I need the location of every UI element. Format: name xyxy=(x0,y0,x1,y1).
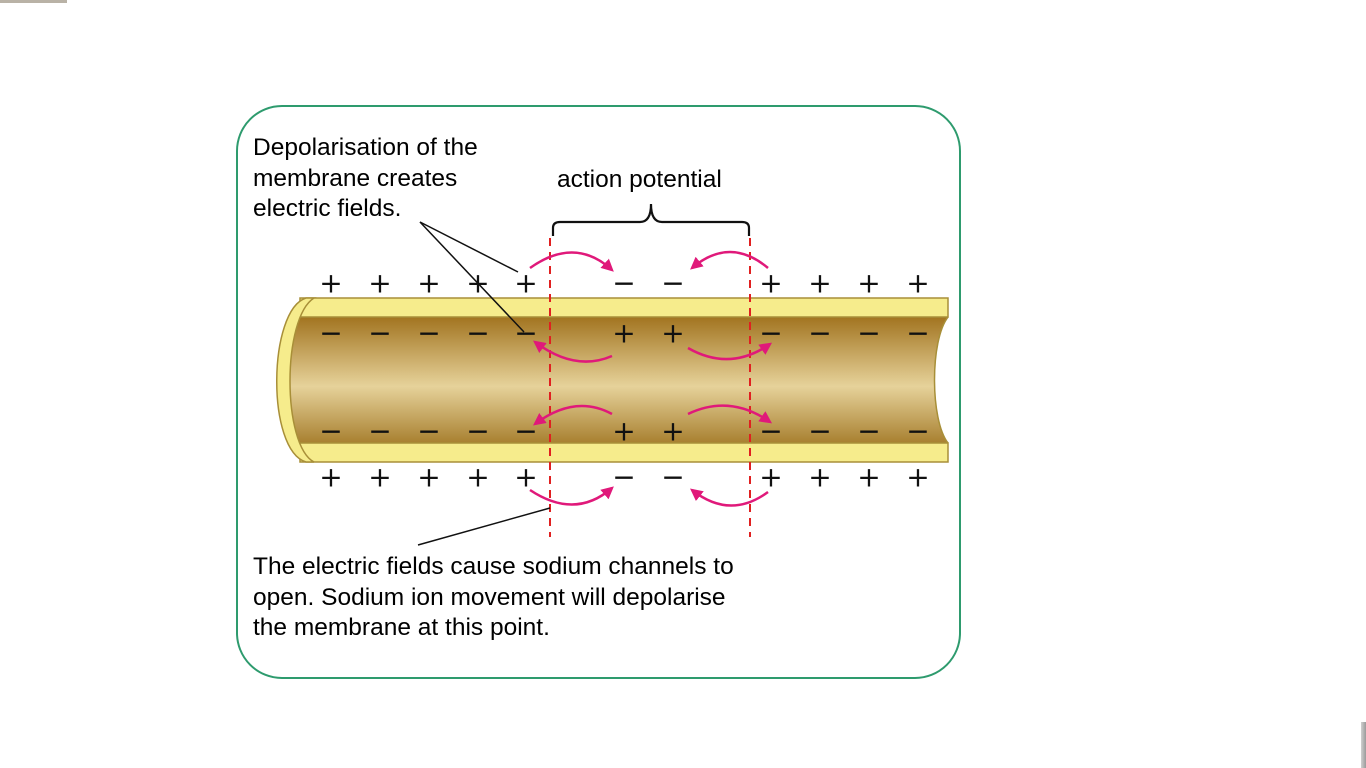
charge-inner-bottom-5: + xyxy=(612,415,635,448)
charge-inner-bottom-2: − xyxy=(417,415,440,448)
charge-outer-bottom-5: − xyxy=(612,461,635,494)
charge-outer-bottom-10: + xyxy=(906,461,929,494)
arrow-outer-bottom-right xyxy=(690,488,769,507)
charge-outer-bottom-6: − xyxy=(661,461,684,494)
charge-inner-top-0: − xyxy=(319,317,342,350)
field-arrows xyxy=(529,250,773,507)
caption-sodium-channels: The electric fields cause sodium channel… xyxy=(253,553,734,641)
charge-inner-top-6: + xyxy=(661,317,684,350)
charge-outer-top-8: + xyxy=(808,267,831,300)
charge-inner-top-10: − xyxy=(906,317,929,350)
arrow-outer-top-left xyxy=(529,251,614,272)
charge-inner-bottom-7: − xyxy=(759,415,782,448)
charge-outer-top-2: + xyxy=(417,267,440,300)
arrow-outer-top-right xyxy=(690,250,769,270)
charge-outer-top-0: + xyxy=(319,267,342,300)
charge-inner-bottom-1: − xyxy=(368,415,391,448)
top-left-bar xyxy=(0,0,67,3)
charge-inner-top-1: − xyxy=(368,317,391,350)
charge-outer-top-5: − xyxy=(612,267,635,300)
charge-inner-top-7: − xyxy=(759,317,782,350)
arrow-inner-bottom-right xyxy=(687,404,773,424)
charge-outer-top-4: + xyxy=(514,267,537,300)
charge-inner-top-8: − xyxy=(808,317,831,350)
caption-action-potential: action potential xyxy=(557,166,722,193)
charge-outer-top-7: + xyxy=(759,267,782,300)
membrane-top xyxy=(299,297,949,318)
charge-inner-bottom-0: − xyxy=(319,415,342,448)
charge-inner-top-5: + xyxy=(612,317,635,350)
charge-outer-bottom-2: + xyxy=(417,461,440,494)
charge-inner-top-2: − xyxy=(417,317,440,350)
charge-outer-top-1: + xyxy=(368,267,391,300)
charge-inner-bottom-4: − xyxy=(514,415,537,448)
membrane-end-cap xyxy=(276,297,317,463)
charge-inner-bottom-6: + xyxy=(661,415,684,448)
arrow-inner-top-right xyxy=(687,342,773,361)
charge-inner-top-4: − xyxy=(514,317,537,350)
charge-outer-top-10: + xyxy=(906,267,929,300)
axon-right-opening xyxy=(933,316,949,444)
charge-outer-bottom-4: + xyxy=(514,461,537,494)
action-potential-brace xyxy=(551,203,751,236)
arrow-inner-bottom-left xyxy=(532,404,613,426)
charge-inner-bottom-10: − xyxy=(906,415,929,448)
charge-inner-bottom-3: − xyxy=(466,415,489,448)
charge-signs: +++++−−++++−−−−−++−−−−−−−−−++−−−−+++++−−… xyxy=(319,267,929,494)
caption-depolarisation: Depolarisation of the membrane creates e… xyxy=(253,134,478,222)
axon xyxy=(276,297,949,463)
arrow-outer-bottom-left xyxy=(529,486,614,506)
charge-inner-top-9: − xyxy=(857,317,880,350)
charge-outer-bottom-0: + xyxy=(319,461,342,494)
scrollbar-edge[interactable] xyxy=(1361,722,1366,768)
charge-outer-bottom-3: + xyxy=(466,461,489,494)
axon-interior xyxy=(282,317,948,443)
charge-outer-top-6: − xyxy=(661,267,684,300)
charge-inner-bottom-9: − xyxy=(857,415,880,448)
charge-outer-bottom-7: + xyxy=(759,461,782,494)
arrow-inner-top-left xyxy=(532,340,613,363)
charge-outer-top-9: + xyxy=(857,267,880,300)
charge-outer-top-3: + xyxy=(466,267,489,300)
charge-outer-bottom-8: + xyxy=(808,461,831,494)
charge-inner-top-3: − xyxy=(466,317,489,350)
charge-inner-bottom-8: − xyxy=(808,415,831,448)
charge-outer-bottom-9: + xyxy=(857,461,880,494)
charge-outer-bottom-1: + xyxy=(368,461,391,494)
pointer-lines xyxy=(417,221,551,546)
